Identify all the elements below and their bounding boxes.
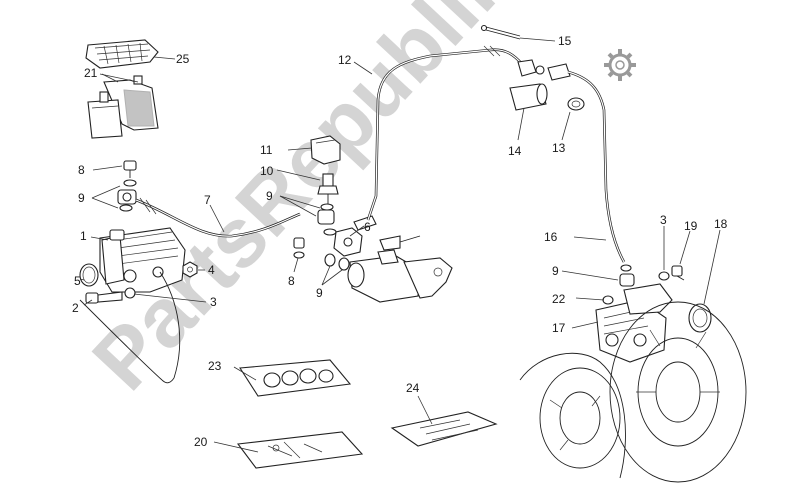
part-8-bolts-center	[293, 237, 305, 259]
part-9-washers-left	[119, 179, 137, 212]
callout-labels: 25 21 8 9 7 1 5 4 2 3 11 10 9 6 8 9 12 1…	[72, 34, 728, 449]
callout-14: 14	[508, 144, 522, 158]
part-9-washer-right	[619, 264, 635, 287]
pipe-fittings-top	[517, 59, 571, 81]
callout-9-lower: 9	[316, 286, 323, 300]
callout-13: 13	[552, 141, 566, 155]
part-18-cap	[688, 303, 712, 333]
callout-8-center: 8	[288, 274, 295, 288]
part-11-switch-cover	[310, 135, 341, 165]
callout-1: 1	[80, 229, 87, 243]
callout-3-left: 3	[210, 295, 217, 309]
part-2-bolt	[85, 287, 136, 304]
part-16-brake-hose-right	[567, 70, 626, 263]
part-15-pin	[480, 24, 521, 40]
callout-8-left: 8	[78, 163, 85, 177]
part-12-brake-pipe	[366, 45, 523, 221]
part-20-brake-pads	[87, 75, 159, 139]
callout-18: 18	[714, 217, 728, 231]
leader-lines	[79, 37, 721, 453]
part-7-brake-hose-left	[117, 189, 301, 238]
callout-23: 24	[406, 381, 420, 395]
part-3-washer-right	[658, 271, 670, 281]
part-14-sleeve	[509, 83, 548, 111]
brake-disc-center	[519, 352, 626, 479]
callout-9-center: 9	[266, 189, 273, 203]
part-5-cap	[79, 263, 99, 287]
callout-20: 21	[84, 66, 98, 80]
part-9-washers-center	[317, 203, 350, 271]
callout-15: 15	[558, 34, 572, 48]
gear-icon	[604, 49, 636, 81]
callout-7: 7	[204, 193, 211, 207]
callout-2: 2	[72, 301, 79, 315]
part-21-washer	[602, 295, 614, 305]
callout-25: 25	[176, 52, 190, 66]
callout-12: 12	[338, 53, 352, 67]
callout-9-left: 9	[78, 191, 85, 205]
part-17-caliper-right	[595, 283, 673, 363]
part-19-bolt	[671, 265, 685, 281]
callout-21: 22	[552, 292, 566, 306]
callout-11: 11	[260, 143, 273, 157]
callout-24: 20	[194, 435, 208, 449]
callout-19: 19	[684, 219, 698, 233]
callout-10: 10	[260, 164, 274, 178]
brake-disc-right	[609, 301, 747, 483]
callout-9-right: 9	[552, 264, 559, 278]
part-23-kit-bag	[390, 411, 498, 447]
master-cylinder	[347, 235, 453, 303]
part-6-distributor	[333, 215, 377, 257]
callout-22: 23	[208, 359, 222, 373]
brake-disc-left	[79, 271, 181, 384]
part-1-caliper-left	[99, 227, 186, 293]
part-25-spring	[85, 39, 159, 69]
callout-5: 5	[74, 274, 81, 288]
part-8-bolt-left	[123, 160, 137, 178]
callout-3-right: 3	[660, 213, 667, 227]
part-22-kit-bag	[239, 359, 352, 397]
part-4-nut	[182, 261, 198, 278]
callout-17: 17	[552, 321, 566, 335]
part-13-grommet	[567, 97, 585, 111]
part-24-kit-bag	[236, 431, 364, 469]
callout-16: 16	[544, 230, 558, 244]
callout-6: 6	[364, 220, 371, 234]
part-10-stop-switch	[317, 173, 339, 210]
callout-4: 4	[208, 263, 215, 277]
